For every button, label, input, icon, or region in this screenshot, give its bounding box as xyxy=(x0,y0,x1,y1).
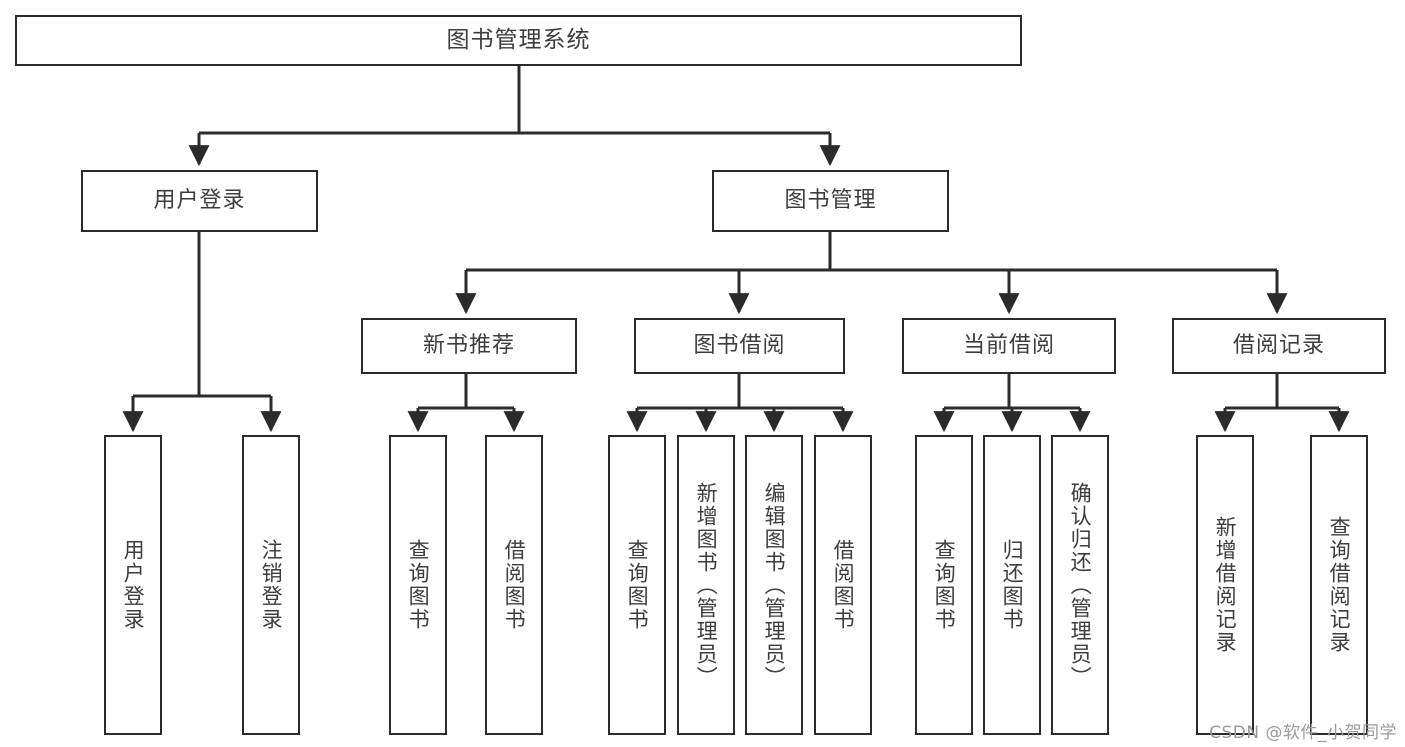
node-book-manage[interactable]: 图书管理 xyxy=(712,170,949,232)
watermark-text: CSDN @软件_小贺同学 xyxy=(1209,723,1397,743)
node-leaf-borrow-book-2[interactable]: 借阅图书 xyxy=(814,435,872,735)
node-new-book-recommend[interactable]: 新书推荐 xyxy=(361,318,577,374)
node-book-manage-label: 图书管理 xyxy=(784,187,877,213)
node-borrow-record-label: 借阅记录 xyxy=(1232,332,1325,358)
node-leaf-query-book-1[interactable]: 查询图书 xyxy=(389,435,447,735)
node-book-borrow-label: 图书借阅 xyxy=(693,332,786,358)
node-leaf-query-record[interactable]: 查询借阅记录 xyxy=(1310,435,1368,735)
node-leaf-borrow-book-2-label: 借阅图书 xyxy=(831,539,856,631)
node-book-borrow[interactable]: 图书借阅 xyxy=(634,318,845,374)
node-leaf-edit-book-label: 编辑图书（管理员） xyxy=(762,481,787,689)
node-user-login[interactable]: 用户登录 xyxy=(81,170,318,232)
node-root[interactable]: 图书管理系统 xyxy=(15,15,1022,66)
node-leaf-query-record-label: 查询借阅记录 xyxy=(1327,516,1352,654)
node-user-login-label: 用户登录 xyxy=(153,187,246,213)
node-leaf-confirm-return-label: 确认归还（管理员） xyxy=(1068,481,1093,689)
node-leaf-logout-label: 注销登录 xyxy=(259,539,284,631)
node-leaf-add-book[interactable]: 新增图书（管理员） xyxy=(677,435,735,735)
node-leaf-user-login-label: 用户登录 xyxy=(121,539,146,631)
node-leaf-return-book[interactable]: 归还图书 xyxy=(983,435,1041,735)
node-leaf-logout[interactable]: 注销登录 xyxy=(242,435,300,735)
node-leaf-borrow-book-1-label: 借阅图书 xyxy=(502,539,527,631)
node-current-borrow-label: 当前借阅 xyxy=(962,332,1055,358)
node-leaf-add-record[interactable]: 新增借阅记录 xyxy=(1196,435,1254,735)
node-leaf-query-book-3-label: 查询图书 xyxy=(932,539,957,631)
node-leaf-query-book-2-label: 查询图书 xyxy=(625,539,650,631)
node-leaf-query-book-1-label: 查询图书 xyxy=(406,539,431,631)
node-leaf-return-book-label: 归还图书 xyxy=(1000,539,1025,631)
node-borrow-record[interactable]: 借阅记录 xyxy=(1172,318,1386,374)
node-new-book-recommend-label: 新书推荐 xyxy=(422,332,515,358)
node-leaf-confirm-return[interactable]: 确认归还（管理员） xyxy=(1051,435,1109,735)
node-root-label: 图书管理系统 xyxy=(446,26,591,53)
node-leaf-user-login[interactable]: 用户登录 xyxy=(104,435,162,735)
node-leaf-query-book-2[interactable]: 查询图书 xyxy=(608,435,666,735)
node-leaf-add-book-label: 新增图书（管理员） xyxy=(694,481,719,689)
node-current-borrow[interactable]: 当前借阅 xyxy=(902,318,1116,374)
node-leaf-query-book-3[interactable]: 查询图书 xyxy=(915,435,973,735)
node-leaf-edit-book[interactable]: 编辑图书（管理员） xyxy=(745,435,803,735)
node-leaf-add-record-label: 新增借阅记录 xyxy=(1213,516,1238,654)
node-leaf-borrow-book-1[interactable]: 借阅图书 xyxy=(485,435,543,735)
